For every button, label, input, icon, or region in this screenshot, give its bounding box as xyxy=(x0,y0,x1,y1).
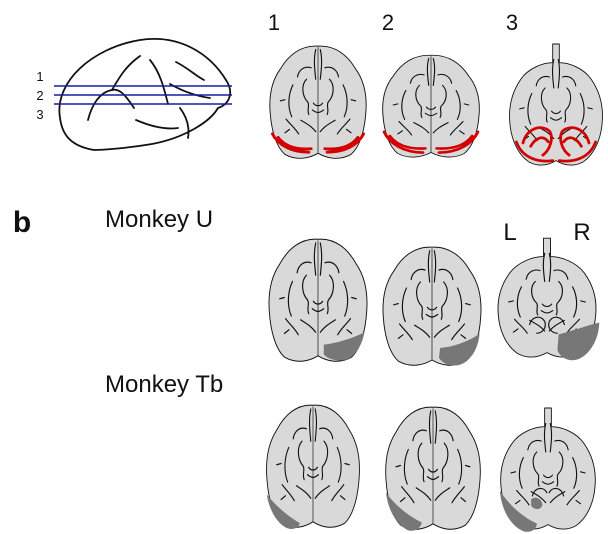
monkey-tb-section-1 xyxy=(267,405,360,529)
lateral-brain-view: 1 2 3 xyxy=(36,39,232,150)
monkey-u-section-1 xyxy=(269,239,367,361)
plane-number-2: 2 xyxy=(36,88,43,103)
section-number-2: 2 xyxy=(382,10,394,35)
monkey-u-section-2 xyxy=(383,247,481,365)
section-number-1: 1 xyxy=(268,10,280,35)
section-number-3: 3 xyxy=(506,10,518,35)
plane-number-1: 1 xyxy=(36,69,43,84)
plane-number-3: 3 xyxy=(36,107,43,122)
monkey-tb-section-3 xyxy=(500,408,595,532)
monkey-tb-section-2 xyxy=(386,407,481,531)
template-section-1 xyxy=(270,46,366,158)
template-section-3 xyxy=(510,44,603,165)
monkey-tb-title: Monkey Tb xyxy=(105,371,223,398)
monkey-u-title: Monkey U xyxy=(105,206,213,233)
monkey-u-section-3 xyxy=(498,238,599,360)
hemisphere-left-label: L xyxy=(503,219,516,246)
hemisphere-right-label: R xyxy=(573,219,590,246)
template-section-2 xyxy=(383,55,480,157)
panel-b-label: b xyxy=(13,206,31,239)
